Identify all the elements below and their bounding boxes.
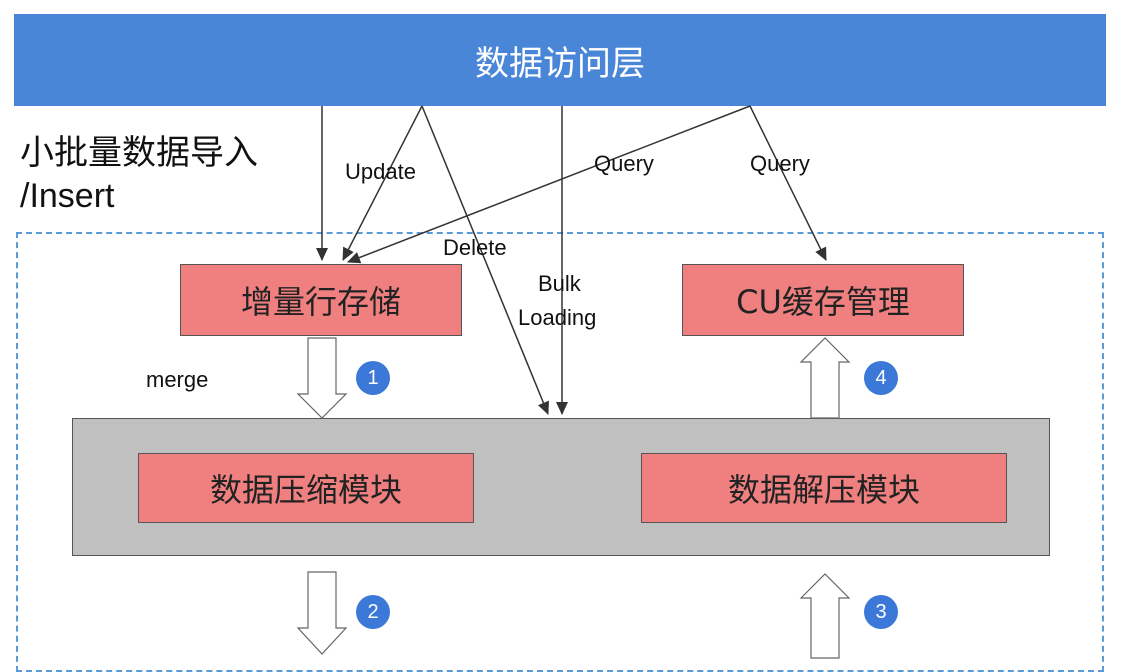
query-right-label: Query [750,151,810,176]
merge-label: merge [146,367,209,392]
delete-label: Delete [443,235,507,260]
data-decompression-module-box: 数据解压模块 [641,453,1007,523]
delete-arrow [421,105,550,415]
step-badge-4: 4 [864,361,898,395]
small-batch-import-line2: /Insert [20,176,115,215]
load-to-cache-block-arrow [799,337,851,419]
bulk-label: Bulk [538,271,581,296]
step-badge-1: 1 [356,361,390,395]
write-out-block-arrow [296,571,348,655]
data-access-layer: 数据访问层 [14,14,1106,106]
data-decompression-module-label: 数据解压模块 [727,471,920,509]
query-left-label: Query [594,151,654,176]
loading-label: Loading [518,305,597,330]
update-arrow [342,105,423,261]
data-compression-module-box: 数据压缩模块 [138,453,474,523]
read-in-block-arrow [799,573,851,659]
data-compression-module-label: 数据压缩模块 [209,471,402,509]
merge-block-arrow [296,337,348,419]
update-label: Update [345,159,416,184]
cu-cache-management-label: CU缓存管理 [736,283,910,321]
cu-cache-management-box: CU缓存管理 [682,264,964,336]
step-badge-3: 3 [864,595,898,629]
incremental-row-store-box: 增量行存储 [180,264,462,336]
small-batch-import-line1: 小批量数据导入 [20,134,258,172]
data-access-layer-label: 数据访问层 [475,43,645,84]
incremental-row-store-label: 增量行存储 [240,283,401,321]
small-batch-import-label: 小批量数据导入 /Insert [20,132,258,217]
query-to-cu-cache-arrow [749,105,827,261]
step-badge-2: 2 [356,595,390,629]
query-to-row-store-arrow [347,105,751,264]
